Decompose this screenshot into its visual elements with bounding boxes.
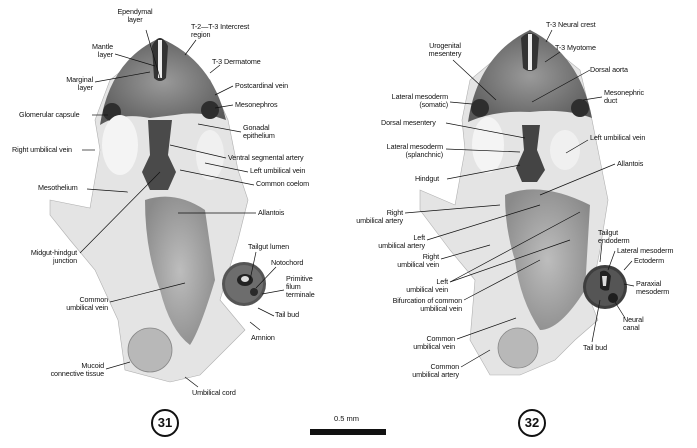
label-midgut-hindgut-junction: Midgut-hindgut junction bbox=[30, 248, 77, 265]
label-tailgut-lumen: Tailgut lumen bbox=[248, 242, 290, 251]
label-hindgut: Hindgut bbox=[415, 174, 440, 183]
label-mucoid-connective-tissue: Mucoid connective tissue bbox=[50, 361, 105, 378]
label-t3-myotome: T-3 Myotome bbox=[555, 43, 596, 52]
label-lateral-mesoderm-tail: Lateral mesoderm bbox=[617, 246, 674, 255]
label-common-coelom: Common coelom bbox=[256, 179, 310, 188]
label-common-umbilical-artery: Common umbilical artery bbox=[412, 362, 459, 379]
section-32-tail bbox=[583, 265, 627, 309]
label-bifurcation-common-umbilical-vein: Bifurcation of common umbilical vein bbox=[392, 296, 463, 313]
label-left-umbilical-artery: Left umbilical artery bbox=[378, 233, 425, 250]
figure-number-32: 32 bbox=[518, 409, 546, 437]
label-postcardinal-vein: Postcardinal vein bbox=[235, 81, 289, 90]
label-left-umbilical-vein-32: Left umbilical vein bbox=[590, 133, 646, 142]
label-lateral-mesoderm-splanchnic: Lateral mesoderm (splanchnic) bbox=[386, 142, 443, 159]
leader-lines-32 bbox=[404, 29, 635, 368]
label-common-umbilical-vein-31: Common umbilical vein bbox=[66, 295, 108, 312]
label-tail-bud-32: Tail bud bbox=[583, 343, 607, 352]
label-mantle-layer: Mantle layer bbox=[92, 42, 113, 59]
label-left-umbilical-vein: Left umbilical vein bbox=[250, 166, 306, 175]
label-mesothelium: Mesothelium bbox=[38, 183, 78, 192]
figure-number-31: 31 bbox=[151, 409, 179, 437]
label-dorsal-aorta: Dorsal aorta bbox=[590, 65, 628, 74]
label-tailgut-endoderm: Tailgut endoderm bbox=[598, 228, 630, 245]
label-ventral-segmental-artery: Ventral segmental artery bbox=[228, 153, 304, 162]
label-left-umbilical-vein-lower: Left umbilical vein bbox=[406, 277, 448, 294]
label-mesonephric-duct: Mesonephric duct bbox=[604, 88, 645, 105]
label-t3-dermatome: T-3 Dermatome bbox=[212, 57, 261, 66]
label-ectoderm: Ectoderm bbox=[634, 256, 664, 265]
label-glomerular-capsule: Glomerular capsule bbox=[19, 110, 80, 119]
label-intercrest-region: T-2—T-3 Intercrest region bbox=[191, 22, 250, 39]
label-common-umbilical-vein-32: Common umbilical vein bbox=[413, 334, 455, 351]
label-notochord: Notochord bbox=[271, 258, 304, 267]
label-primitive-filum-terminale: Primitive filum terminale bbox=[286, 274, 315, 299]
label-dorsal-mesentery: Dorsal mesentery bbox=[381, 118, 436, 127]
label-marginal-layer: Marginal layer bbox=[66, 75, 93, 92]
label-ependymal-layer: Ependymal layer bbox=[117, 7, 153, 24]
label-allantois-32: Allantois bbox=[617, 159, 644, 168]
label-gonadal-epithelium: Gonadal epithelium bbox=[243, 123, 275, 140]
section-32-tissue bbox=[419, 29, 609, 376]
section-31-tissue bbox=[49, 38, 249, 383]
label-paraxial-mesoderm: Paraxial mesoderm bbox=[636, 279, 670, 296]
label-mesonephros: Mesonephros bbox=[235, 100, 278, 109]
label-right-umbilical-artery: Right umbilical artery bbox=[356, 208, 403, 225]
label-amnion: Amnion bbox=[251, 333, 275, 342]
label-neural-canal: Neural canal bbox=[623, 315, 644, 332]
label-right-umbilical-vein: Right umbilical vein bbox=[12, 145, 72, 154]
label-allantois: Allantois bbox=[258, 208, 285, 217]
label-urogenital-mesentery: Urogenital mesentery bbox=[428, 41, 462, 58]
label-tail-bud-31: Tail bud bbox=[275, 310, 299, 319]
label-right-umbilical-vein-32: Right umbilical vein bbox=[397, 252, 439, 269]
label-lateral-mesoderm-somatic: Lateral mesoderm (somatic) bbox=[391, 92, 448, 109]
label-t3-neural-crest: T-3 Neural crest bbox=[546, 20, 596, 29]
leader-lines-31 bbox=[79, 29, 285, 388]
label-umbilical-cord: Umbilical cord bbox=[192, 388, 236, 397]
section-31-tail bbox=[222, 262, 266, 306]
scale-bar bbox=[310, 429, 386, 435]
scale-bar-label: 0.5 mm bbox=[334, 414, 360, 423]
